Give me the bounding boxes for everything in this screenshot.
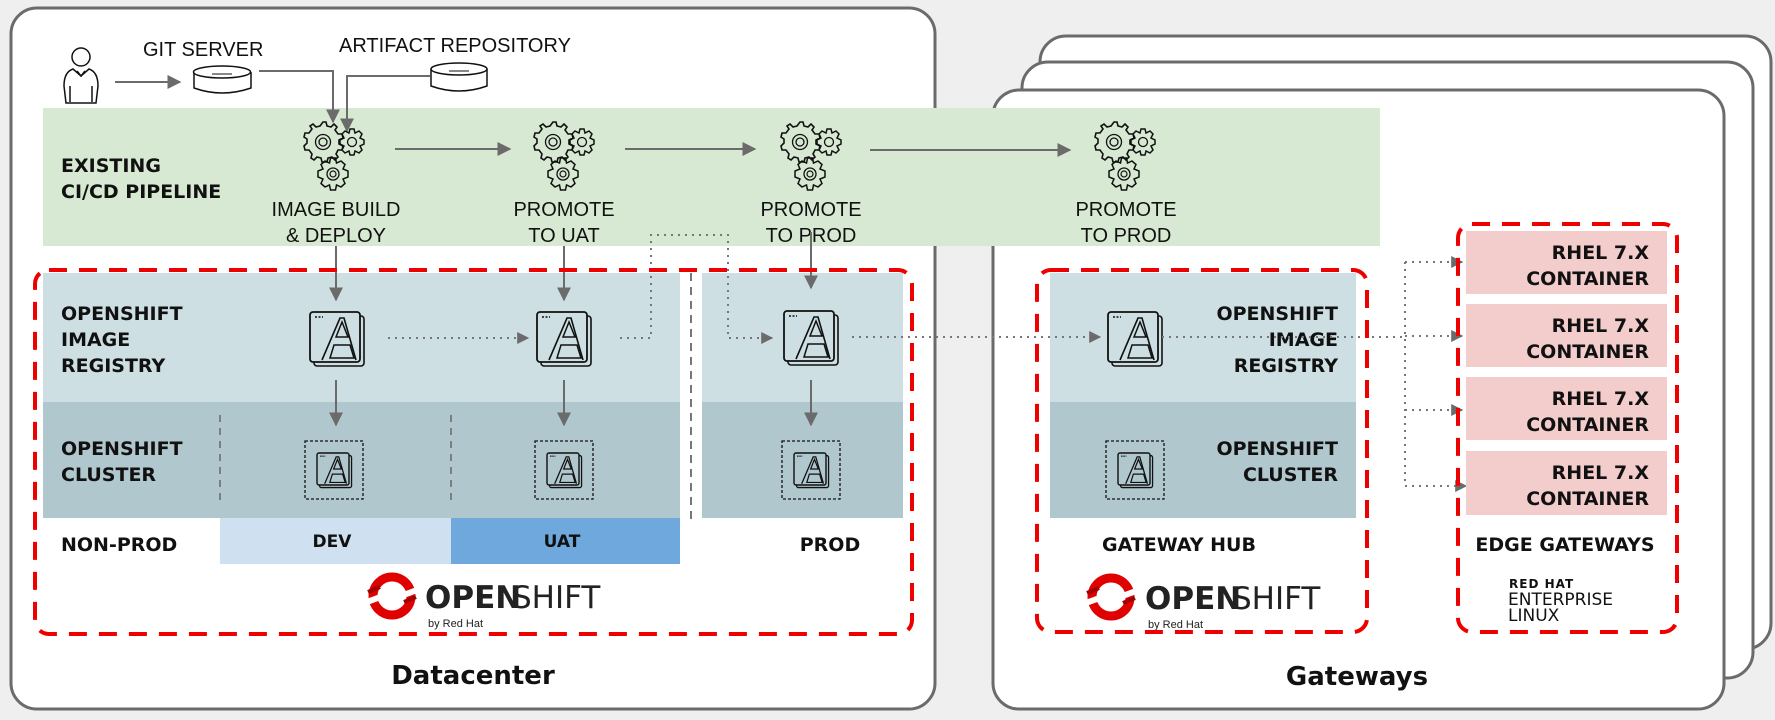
nonprod-label: NON-PROD (61, 534, 177, 556)
step-2-line2: TO UAT (528, 225, 599, 247)
container-2-line1: RHEL 7.X (1552, 315, 1650, 337)
dc-registry-label-2: IMAGE (61, 329, 130, 351)
dev-band (220, 518, 451, 564)
dc-registry-label-3: REGISTRY (61, 355, 166, 377)
openshift-logo-sub: by Red Hat (1148, 619, 1203, 631)
dc-cluster-row-nonprod (43, 402, 680, 518)
container-box-2 (1466, 304, 1667, 367)
dev-label: DEV (313, 532, 353, 552)
rhel-logo: RED HAT ENTERPRISE LINUX (1508, 577, 1613, 626)
step-4-line1: PROMOTE (1075, 199, 1176, 221)
step-2-line1: PROMOTE (513, 199, 614, 221)
registry-icon-uat (536, 311, 592, 367)
container-box-4 (1466, 451, 1667, 515)
openshift-logo-light: SHIFT (512, 580, 601, 616)
gw-cluster-label-1: OPENSHIFT (1216, 438, 1338, 460)
container-3-line1: RHEL 7.X (1552, 388, 1650, 410)
dc-registry-label-1: OPENSHIFT (61, 303, 183, 325)
openshift-logo-datacenter: OPEN SHIFT by Red Hat (367, 577, 601, 630)
gw-cluster-row (1050, 402, 1356, 518)
artifact-to-build-arrow (340, 75, 430, 133)
container-box-3 (1466, 377, 1667, 440)
edge-gateways-boundary (1456, 222, 1679, 634)
pipeline-label-line2: CI/CD PIPELINE (61, 181, 221, 203)
artifact-repository-label: ARTIFACT REPOSITORY (339, 35, 571, 57)
datacenter-title: Datacenter (391, 661, 555, 691)
openshift-logo-bold: OPEN (1145, 581, 1241, 617)
openshift-logo-gateway: OPEN SHIFT by Red Hat (1086, 578, 1321, 631)
edge-gateways-label: EDGE GATEWAYS (1475, 534, 1654, 556)
container-2-line2: CONTAINER (1526, 341, 1649, 363)
rhel-logo-line3: LINUX (1508, 606, 1560, 626)
openshift-logo-sub: by Red Hat (428, 618, 483, 630)
gateway-hub-label: GATEWAY HUB (1102, 534, 1256, 556)
step-1-line1: IMAGE BUILD (272, 199, 401, 221)
step-4-line2: TO PROD (1081, 225, 1172, 247)
gw-registry-label-1: OPENSHIFT (1216, 303, 1338, 325)
gateways-title: Gateways (1286, 662, 1428, 692)
container-4-line2: CONTAINER (1526, 488, 1649, 510)
pipeline-band (43, 108, 1380, 246)
container-1-line1: RHEL 7.X (1552, 242, 1650, 264)
container-3-line2: CONTAINER (1526, 414, 1649, 436)
registry-icon-prod (783, 310, 839, 366)
artifact-repository-database-icon (430, 62, 488, 92)
container-4-line1: RHEL 7.X (1552, 462, 1650, 484)
dc-cluster-label-2: CLUSTER (61, 464, 156, 486)
edge-containers (1466, 231, 1667, 515)
gw-cluster-label-2: CLUSTER (1243, 464, 1338, 486)
pipeline-label-line1: EXISTING (61, 155, 161, 177)
registry-icon-gateway (1107, 311, 1163, 367)
container-1-line2: CONTAINER (1526, 268, 1649, 290)
openshift-logo-bold: OPEN (425, 580, 521, 616)
git-server-database-icon (192, 65, 252, 94)
dc-cluster-label-1: OPENSHIFT (61, 438, 183, 460)
git-server-label: GIT SERVER (143, 39, 263, 61)
user-icon (63, 47, 99, 104)
openshift-logo-light: SHIFT (1232, 581, 1321, 617)
gateway-to-edge-fanout (1162, 256, 1468, 492)
datacenter-openshift-boundary (33, 268, 914, 636)
gw-registry-label-2: IMAGE (1269, 329, 1338, 351)
gateway-hub-openshift-boundary (1035, 268, 1369, 634)
gw-registry-label-3: REGISTRY (1234, 355, 1339, 377)
prod-label: PROD (800, 534, 860, 556)
uat-label: UAT (544, 532, 581, 552)
container-box-1 (1466, 231, 1667, 294)
uat-band (451, 518, 680, 564)
git-to-build-arrow (259, 70, 340, 124)
rhel-logo-line1: RED HAT (1509, 577, 1574, 591)
step-3-line1: PROMOTE (760, 199, 861, 221)
rhel-logo-line2: ENTERPRISE (1508, 590, 1613, 610)
step-1-line2: & DEPLOY (286, 225, 386, 247)
registry-icon-dev (309, 311, 365, 367)
